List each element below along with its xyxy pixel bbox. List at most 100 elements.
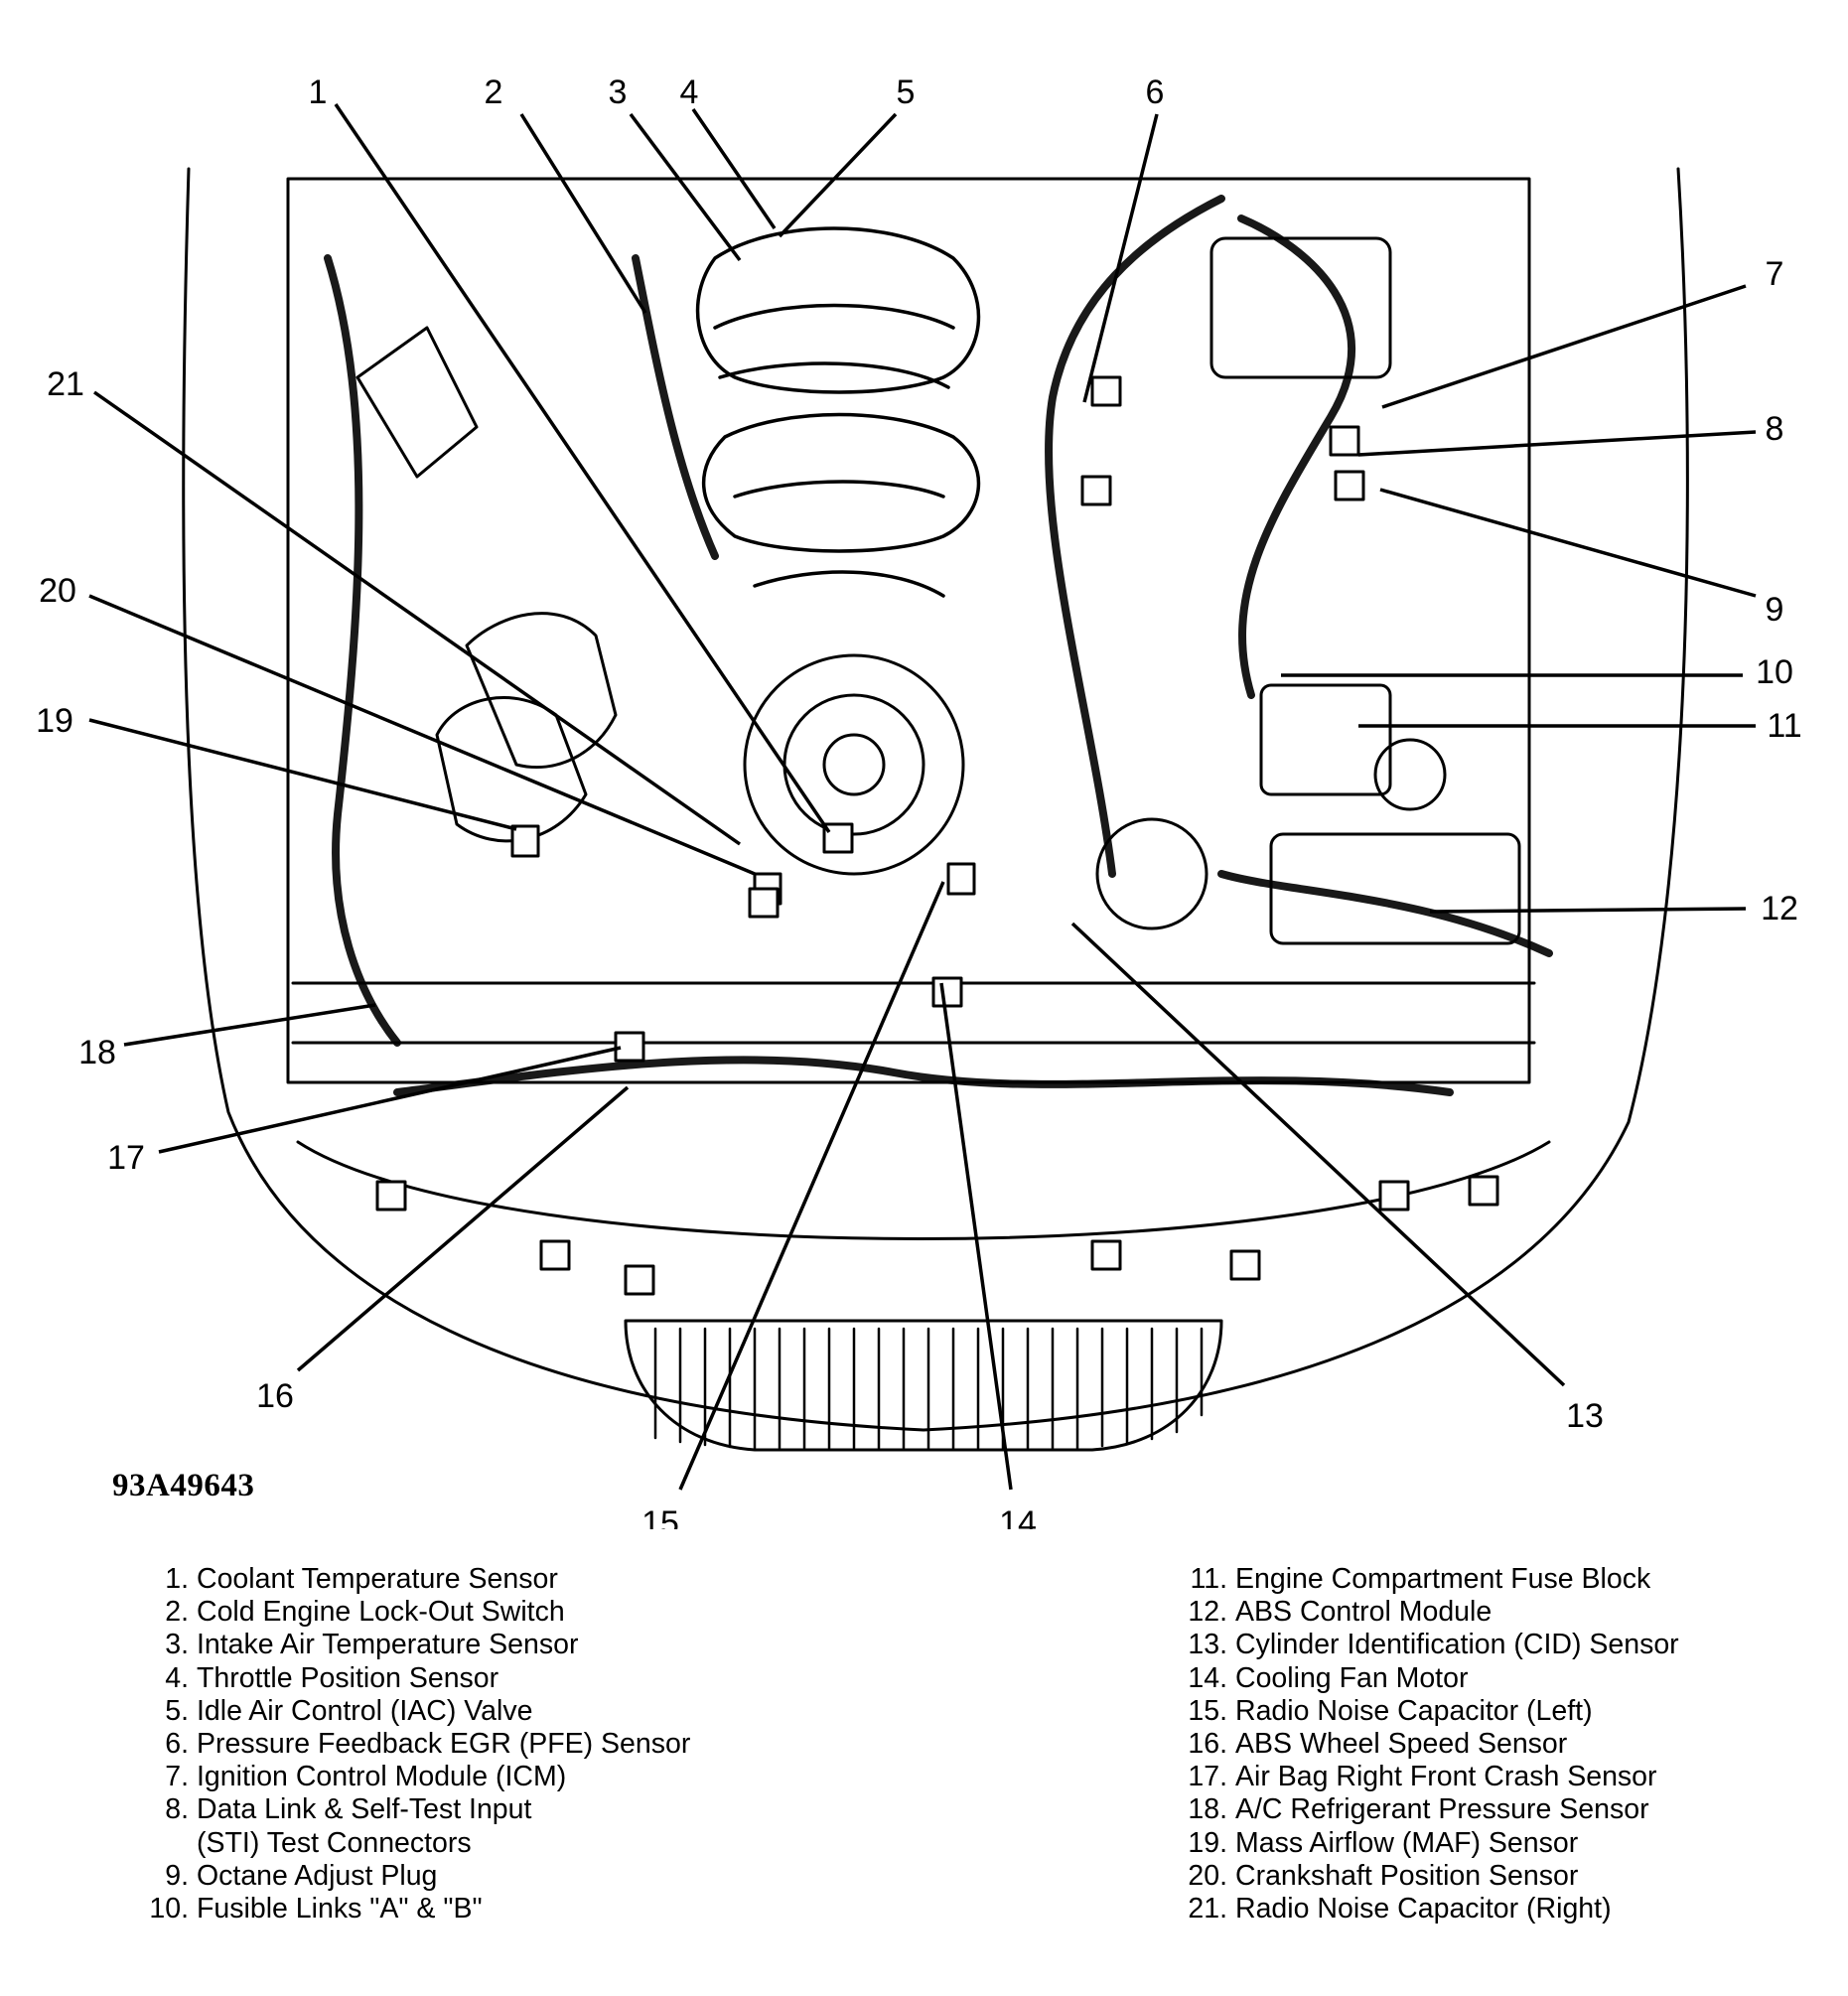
legend-item-label: Mass Airflow (MAF) Sensor — [1235, 1826, 1579, 1859]
callout-3: 3 — [609, 73, 628, 111]
callout-2: 2 — [485, 73, 503, 111]
figure-id: 93A49643 — [112, 1468, 255, 1503]
body-outline — [182, 167, 1689, 1432]
callout-14: 14 — [999, 1504, 1037, 1529]
legend-item-label: ABS Wheel Speed Sensor — [1235, 1728, 1568, 1761]
leader-line-21 — [92, 390, 742, 846]
leader-line-9 — [1379, 488, 1757, 598]
engine-compartment-diagram: 1 2 3 4 5 6 7 8 9 10 11 12 13 14 15 16 1… — [36, 73, 1802, 1529]
leader-line-14 — [939, 982, 1013, 1491]
intake-manifold — [695, 226, 981, 598]
air-intake-duct — [355, 326, 618, 843]
leader-line-6 — [1082, 113, 1159, 403]
callout-11: 11 — [1767, 707, 1801, 745]
legend-item: 13.Cylinder Identification (CID) Sensor — [1160, 1629, 1679, 1661]
grille-slats — [653, 1327, 1204, 1450]
connectors — [375, 375, 1499, 1296]
battery-area — [1209, 236, 1392, 379]
callout-17: 17 — [107, 1139, 145, 1177]
legend-item-number: 3. — [165, 1629, 189, 1661]
legend-item: 3.Intake Air Temperature Sensor — [127, 1629, 690, 1661]
callout-8: 8 — [1766, 410, 1784, 448]
legend-item-number: 8. — [165, 1793, 189, 1826]
inner-fender-outline — [286, 177, 1531, 1084]
callout-16: 16 — [256, 1377, 294, 1415]
leader-line-1 — [334, 103, 831, 833]
legend-item-number: 16. — [1188, 1728, 1227, 1761]
legend-item-number: 5. — [165, 1694, 189, 1727]
callout-6: 6 — [1146, 73, 1165, 111]
legend-item: 19.Mass Airflow (MAF) Sensor — [1160, 1827, 1679, 1860]
callout-13: 13 — [1566, 1397, 1604, 1435]
legend-item-number: 14. — [1188, 1661, 1227, 1694]
legend-item-label: (STI) Test Connectors — [197, 1826, 472, 1859]
leader-line-19 — [88, 718, 517, 831]
legend-item-label: Cold Engine Lock-Out Switch — [197, 1596, 565, 1629]
leader-line-12 — [1429, 907, 1747, 914]
legend-item: 1.Coolant Temperature Sensor — [127, 1563, 690, 1596]
legend-item: 7.Ignition Control Module (ICM) — [127, 1761, 690, 1793]
legend-item-continuation: (STI) Test Connectors — [127, 1827, 690, 1860]
legend-item-label: Octane Adjust Plug — [197, 1859, 438, 1892]
distributor — [1095, 817, 1208, 930]
wiring-harness — [324, 195, 1553, 1096]
legend-item-number: 1. — [165, 1563, 189, 1595]
legend-item-label: Idle Air Control (IAC) Valve — [197, 1694, 533, 1727]
leader-line-20 — [88, 594, 756, 876]
callout-4: 4 — [680, 73, 699, 111]
legend-item-number: 6. — [165, 1728, 189, 1761]
legend-item-number — [127, 1827, 197, 1860]
legend-item-number: 20. — [1188, 1859, 1227, 1892]
leader-line-8 — [1357, 430, 1757, 457]
leader-line-2 — [519, 113, 647, 314]
legend-item-number: 19. — [1188, 1826, 1227, 1859]
legend-item: 11.Engine Compartment Fuse Block — [1160, 1563, 1679, 1596]
callout-12: 12 — [1761, 890, 1798, 927]
legend-item: 9.Octane Adjust Plug — [127, 1860, 690, 1893]
callout-7: 7 — [1766, 255, 1784, 293]
legend-item-number: 12. — [1188, 1596, 1227, 1629]
leader-line-17 — [158, 1046, 622, 1154]
legend-item: 14.Cooling Fan Motor — [1160, 1662, 1679, 1695]
leader-line-4 — [691, 108, 777, 229]
legend-item-label: Cylinder Identification (CID) Sensor — [1235, 1629, 1679, 1661]
grille-outline — [624, 1319, 1223, 1452]
engine-bay-drawing — [182, 167, 1689, 1452]
legend-item-label: Cooling Fan Motor — [1235, 1661, 1469, 1694]
legend-item-label: Radio Noise Capacitor (Right) — [1235, 1893, 1612, 1925]
leader-line-16 — [296, 1085, 630, 1372]
legend-item-label: Engine Compartment Fuse Block — [1235, 1563, 1651, 1595]
radiator-support — [291, 981, 1536, 1045]
callout-15: 15 — [641, 1504, 679, 1529]
front-pulley — [743, 653, 965, 876]
legend-item: 4.Throttle Position Sensor — [127, 1662, 690, 1695]
legend-item: 12.ABS Control Module — [1160, 1596, 1679, 1629]
legend-item-number: 15. — [1188, 1694, 1227, 1727]
legend-item-number: 18. — [1188, 1793, 1227, 1826]
callout-20: 20 — [39, 572, 76, 610]
leader-line-7 — [1381, 284, 1747, 409]
legend-item-number: 11. — [1190, 1563, 1227, 1595]
legend-item-label: Radio Noise Capacitor (Left) — [1235, 1694, 1593, 1727]
legend-item-label: Coolant Temperature Sensor — [197, 1563, 558, 1595]
legend-item-label: A/C Refrigerant Pressure Sensor — [1235, 1793, 1649, 1826]
callout-9: 9 — [1766, 591, 1784, 629]
callout-19: 19 — [36, 702, 73, 740]
leader-line-15 — [678, 881, 945, 1491]
leader-line-13 — [1070, 922, 1566, 1387]
legend-item-label: Throttle Position Sensor — [197, 1661, 499, 1694]
callout-10: 10 — [1756, 653, 1793, 691]
legend-item-number: 2. — [165, 1596, 189, 1629]
bumper-line — [296, 1140, 1551, 1240]
legend-item: 18.A/C Refrigerant Pressure Sensor — [1160, 1793, 1679, 1826]
legend-item-number: 7. — [165, 1761, 189, 1793]
fuse-block — [1259, 683, 1392, 796]
legend-item-number: 17. — [1188, 1761, 1227, 1793]
callout-5: 5 — [897, 73, 916, 111]
legend-item-number: 13. — [1188, 1629, 1227, 1661]
leader-line-3 — [629, 112, 742, 262]
fluid-reservoir-cap — [1373, 738, 1447, 811]
legend-item-label: ABS Control Module — [1235, 1596, 1493, 1629]
legend-item: 16.ABS Wheel Speed Sensor — [1160, 1728, 1679, 1761]
legend-item-label: Intake Air Temperature Sensor — [197, 1629, 579, 1661]
